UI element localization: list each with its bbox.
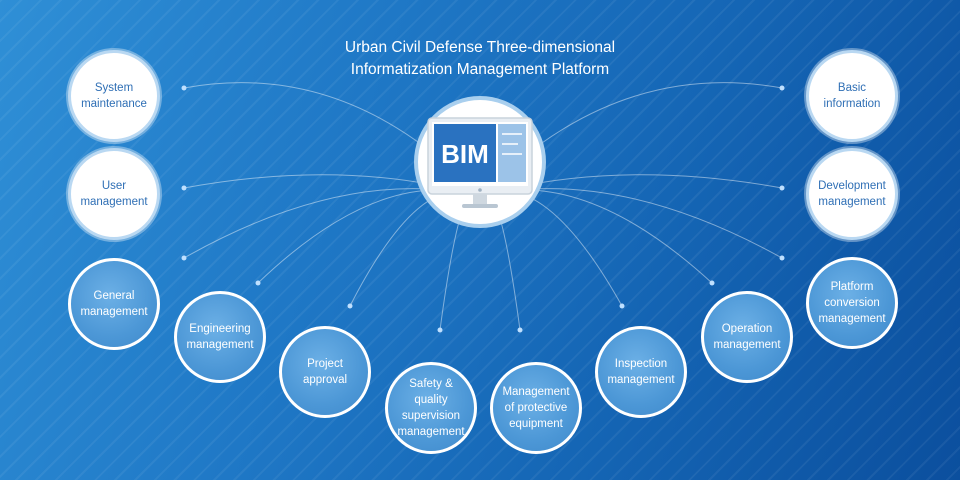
node-engineering-management[interactable]: Engineering management bbox=[174, 291, 266, 383]
node-label: Management of protective equipment bbox=[502, 386, 570, 430]
node-label: System maintenance bbox=[81, 82, 147, 110]
node-label: General management bbox=[80, 290, 148, 318]
node-inspection-management[interactable]: Inspection management bbox=[595, 326, 687, 418]
node-safety-quality[interactable]: Safety & quality supervision management bbox=[385, 362, 477, 454]
connector-dot bbox=[181, 85, 187, 91]
connector-dot bbox=[709, 280, 715, 286]
node-label: Project approval bbox=[302, 358, 348, 386]
connector-dot bbox=[181, 185, 187, 191]
connector-dot bbox=[437, 327, 443, 333]
node-system-maintenance[interactable]: System maintenance bbox=[68, 50, 160, 142]
node-user-management[interactable]: User management bbox=[68, 148, 160, 240]
node-basic-information[interactable]: Basic information bbox=[806, 50, 898, 142]
connector-dot bbox=[619, 303, 625, 309]
node-label: Platform conversion management bbox=[818, 281, 886, 325]
connector-dot bbox=[779, 255, 785, 261]
connector-dot bbox=[255, 280, 261, 286]
title-line-2: Informatization Management Platform bbox=[350, 61, 610, 78]
monitor-icon: BIM bbox=[427, 117, 533, 208]
node-label: Development management bbox=[818, 180, 886, 208]
connector-dot bbox=[779, 185, 785, 191]
connector-dot bbox=[347, 303, 353, 309]
connector-dot bbox=[517, 327, 523, 333]
diagram-title: Urban Civil Defense Three-dimensional In… bbox=[300, 37, 660, 81]
connector-dot bbox=[779, 85, 785, 91]
node-label: User management bbox=[80, 180, 148, 208]
node-label: Basic information bbox=[823, 82, 881, 110]
node-protective-equipment[interactable]: Management of protective equipment bbox=[490, 362, 582, 454]
node-label: Operation management bbox=[713, 323, 781, 351]
node-label: Engineering management bbox=[186, 323, 254, 351]
connector-dot bbox=[181, 255, 187, 261]
node-label: Inspection management bbox=[607, 358, 675, 386]
node-operation-management[interactable]: Operation management bbox=[701, 291, 793, 383]
node-platform-conversion[interactable]: Platform conversion management bbox=[806, 257, 898, 349]
title-line-1: Urban Civil Defense Three-dimensional bbox=[344, 39, 616, 56]
node-label: Safety & quality supervision management bbox=[397, 378, 465, 438]
node-project-approval[interactable]: Project approval bbox=[279, 326, 371, 418]
bim-hub: BIM bbox=[414, 96, 546, 228]
node-general-management[interactable]: General management bbox=[68, 258, 160, 350]
node-development-management[interactable]: Development management bbox=[806, 148, 898, 240]
bim-label: BIM bbox=[441, 139, 489, 169]
